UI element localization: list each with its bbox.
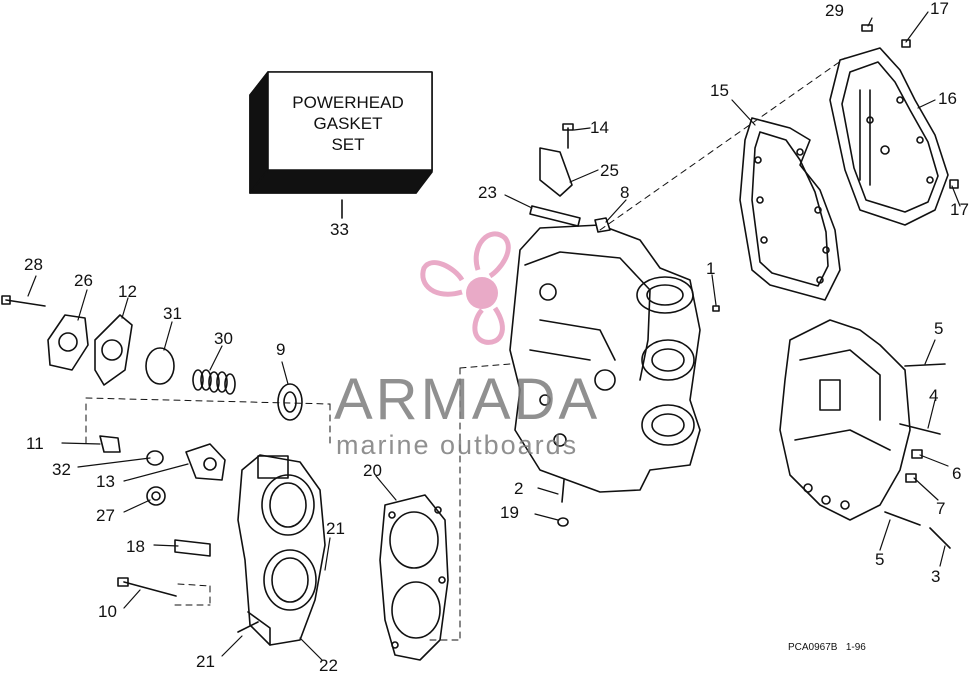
callout-7: 7 — [936, 499, 946, 518]
drawing-code-date: 1-96 — [845, 642, 866, 653]
callout-4: 4 — [929, 386, 939, 405]
gasket-set-line-2: GASKET — [313, 114, 383, 133]
callout-5-bottom: 5 — [875, 550, 885, 569]
callout-10: 10 — [98, 602, 117, 621]
thermostat — [277, 383, 303, 421]
callout-31: 31 — [163, 304, 182, 323]
small-parts — [99, 435, 226, 597]
callout-17-top: 17 — [930, 0, 949, 18]
callout-32: 32 — [52, 460, 71, 479]
rear-cover — [829, 47, 949, 226]
gasket-set-line-1: POWERHEAD — [292, 93, 404, 112]
callout-8: 8 — [620, 183, 630, 202]
dashed-lines — [85, 57, 846, 641]
callout-30: 30 — [214, 329, 233, 348]
callout-27: 27 — [96, 506, 115, 525]
o-ring — [145, 347, 175, 385]
thermostat-cover — [47, 314, 89, 371]
callout-12: 12 — [118, 282, 137, 301]
spring — [192, 369, 236, 395]
callout-25: 25 — [600, 161, 619, 180]
callout-2: 2 — [514, 479, 524, 498]
watermark-logo — [420, 231, 511, 345]
head-gasket — [379, 494, 449, 661]
gasket-set-line-3: SET — [331, 135, 365, 154]
callout-3: 3 — [931, 567, 941, 586]
watermark-brand: ARMADA — [334, 367, 601, 432]
callout-6: 6 — [952, 464, 962, 483]
callout-1: 1 — [706, 259, 716, 278]
callout-26: 26 — [74, 271, 93, 290]
drawing-code-id: PCA0967B — [788, 642, 838, 653]
leader-lines — [27, 11, 961, 661]
callout-28: 28 — [24, 255, 43, 274]
cover-gasket — [739, 117, 841, 301]
callout-11: 11 — [26, 434, 44, 453]
callout-5-top: 5 — [934, 319, 944, 338]
watermark-tagline: marine outboards — [336, 430, 579, 460]
callout-15: 15 — [710, 81, 729, 100]
drawing-code: PCA0967B 1-96 — [788, 642, 866, 653]
gasket-set-box — [249, 71, 433, 219]
callout-23: 23 — [478, 183, 497, 202]
callout-17-right: 17 — [950, 200, 969, 219]
callout-22: 22 — [319, 656, 338, 675]
callout-19: 19 — [500, 503, 519, 522]
callout-9: 9 — [276, 340, 286, 359]
gasket-set-label: POWERHEAD GASKET SET — [268, 92, 428, 155]
thermostat-gasket — [94, 314, 133, 386]
callout-14: 14 — [590, 118, 609, 137]
bolts — [1, 24, 959, 549]
callout-13: 13 — [96, 472, 115, 491]
cylinder-head — [237, 454, 326, 646]
callout-18: 18 — [126, 537, 145, 556]
callout-16: 16 — [938, 89, 957, 108]
callout-33: 33 — [330, 220, 349, 239]
callout-21-upper: 21 — [326, 519, 345, 538]
crankcase-block — [509, 224, 701, 493]
callout-20: 20 — [363, 461, 382, 480]
callout-21-lower: 21 — [196, 652, 215, 671]
callout-29: 29 — [825, 1, 844, 20]
intake-manifold — [779, 319, 911, 521]
